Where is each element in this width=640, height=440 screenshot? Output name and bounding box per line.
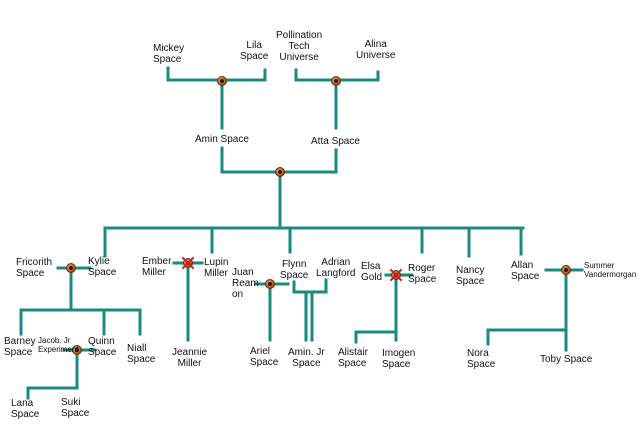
edge-fk-children-bar xyxy=(19,308,142,336)
person-mickey[interactable]: Mickey Space xyxy=(153,43,185,65)
marriage-marker-fricorith-kylie xyxy=(66,263,76,273)
person-fricorith[interactable]: Fricorith Space xyxy=(16,257,53,279)
divorce-cross-ember-lupin xyxy=(181,256,195,270)
person-ember[interactable]: Ember Miller xyxy=(142,256,172,278)
person-alistair[interactable]: Alistair Space xyxy=(338,347,369,369)
person-nancy[interactable]: Nancy Space xyxy=(456,265,485,287)
person-lila[interactable]: Lila Space xyxy=(240,40,269,62)
marriage-marker-pollination-alina xyxy=(331,76,341,86)
person-amin[interactable]: Amin Space xyxy=(195,134,249,145)
person-kylie[interactable]: Kylie Space xyxy=(88,256,117,278)
person-adrian[interactable]: Adrian Langford xyxy=(316,257,356,279)
person-lana[interactable]: Lana Space xyxy=(11,398,40,420)
person-suki[interactable]: Suki Space xyxy=(61,397,90,419)
person-niall[interactable]: Niall Space xyxy=(127,343,156,365)
person-barney[interactable]: Barney Space xyxy=(4,336,36,358)
edge-er-children-bar xyxy=(354,330,398,342)
divorce-cross-elsa-roger xyxy=(389,268,403,282)
person-toby[interactable]: Toby Space xyxy=(540,354,593,365)
person-pollination[interactable]: Pollination Tech Universe xyxy=(276,30,323,63)
person-quinn[interactable]: Quinn Space xyxy=(88,336,117,358)
marriage-marker-mickey-lila xyxy=(217,76,227,86)
person-lupin[interactable]: Lupin Miller xyxy=(204,257,229,279)
marriage-marker-amin-atta xyxy=(275,167,285,177)
person-alina[interactable]: Alina Universe xyxy=(356,39,396,61)
person-roger[interactable]: Roger Space xyxy=(408,263,437,285)
marriage-marker-juan-flynn xyxy=(265,279,275,289)
person-juan[interactable]: Juan Ream on xyxy=(232,267,259,300)
person-jacob[interactable]: Jacob. Jr Experiment xyxy=(38,336,79,354)
person-allan[interactable]: Allan Space xyxy=(511,260,540,282)
person-jeannie[interactable]: Jeannie Miller xyxy=(172,347,208,369)
person-flynn[interactable]: Flynn Space xyxy=(280,259,309,281)
person-elsa[interactable]: Elsa Gold xyxy=(361,261,383,283)
edge-mickey-lila xyxy=(166,66,267,82)
marriage-marker-allan-summer xyxy=(561,265,571,275)
person-atta[interactable]: Atta Space xyxy=(311,136,360,147)
person-amin-jr[interactable]: Amin. Jr Space xyxy=(288,347,325,369)
person-ariel[interactable]: Ariel Space xyxy=(250,346,279,368)
marriage-marker-jacob-quinn xyxy=(72,345,82,355)
person-summer[interactable]: Summer Vandermorgan xyxy=(584,261,637,279)
person-nora[interactable]: Nora Space xyxy=(467,348,496,370)
person-imogen[interactable]: Imogen Space xyxy=(382,348,416,370)
edge-flynn-adrian xyxy=(292,278,328,294)
